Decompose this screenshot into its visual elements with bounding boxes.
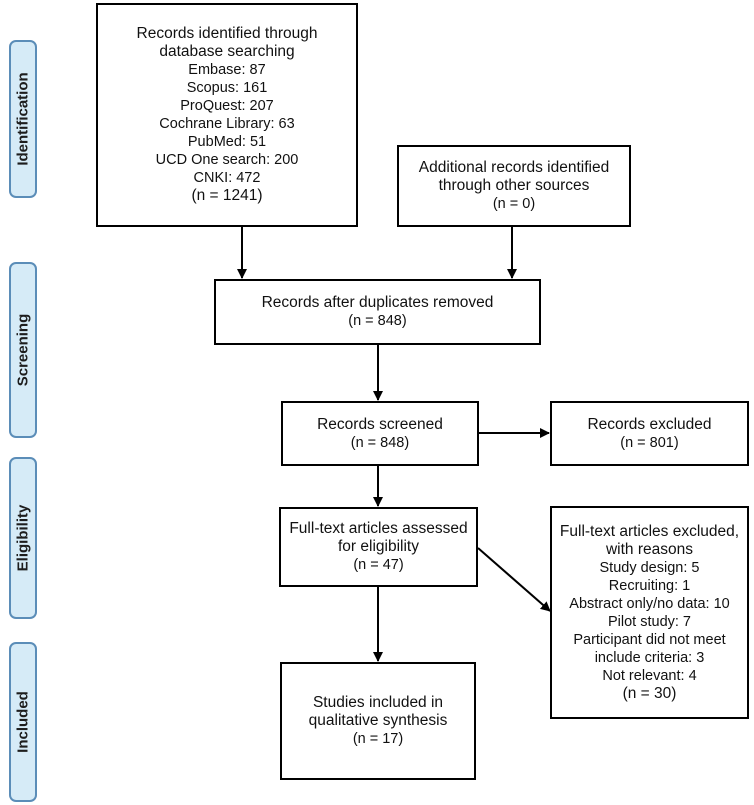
box-screened: Records screened (n = 848) (281, 401, 479, 466)
fulltext-excluded-count: (n = 30) (622, 684, 677, 702)
database-search-item: Scopus: 161 (186, 80, 268, 96)
box-fulltext-excluded: Full-text articles excluded, with reason… (550, 506, 749, 719)
stage-included: Included (9, 642, 37, 802)
fulltext-excluded-item: Not relevant: 4 (602, 667, 697, 684)
fulltext-excluded-item: Recruiting: 1 (608, 577, 691, 594)
box-database-search: Records identified through database sear… (96, 3, 358, 227)
database-search-item: ProQuest: 207 (180, 98, 274, 114)
fulltext-excluded-item: Abstract only/no data: 10 (569, 595, 730, 612)
database-search-item: PubMed: 51 (187, 134, 267, 150)
included-synthesis-count: (n = 17) (352, 731, 404, 747)
fulltext-excluded-item: Study design: 5 (599, 559, 700, 576)
stage-eligibility: Eligibility (9, 457, 37, 619)
fulltext-assessed-line: for eligibility (338, 538, 419, 555)
database-search-count: (n = 1241) (191, 187, 263, 204)
fulltext-assessed-line: Full-text articles assessed (289, 520, 468, 537)
fulltext-excluded-title-1: Full-text articles excluded, (559, 522, 740, 540)
other-sources-line: Additional records identified (418, 159, 610, 176)
fulltext-excluded-item: Pilot study: 7 (607, 613, 691, 630)
box-duplicates-removed: Records after duplicates removed (n = 84… (214, 279, 541, 345)
fulltext-excluded-item: Participant did not meet (573, 631, 726, 648)
box-excluded: Records excluded (n = 801) (550, 401, 749, 466)
included-synthesis-line: qualitative synthesis (308, 712, 448, 729)
duplicates-removed-title: Records after duplicates removed (261, 294, 494, 311)
stage-identification: Identification (9, 40, 37, 198)
database-search-title-1: Records identified through (136, 25, 318, 42)
database-search-item: Cochrane Library: 63 (159, 116, 295, 132)
other-sources-count: (n = 0) (492, 196, 536, 212)
arrow-fulltext-to-excluded (477, 547, 551, 612)
box-other-sources: Additional records identified through ot… (397, 145, 631, 227)
duplicates-removed-count: (n = 848) (348, 313, 407, 329)
fulltext-excluded-item: include criteria: 3 (594, 649, 705, 666)
database-search-item: UCD One search: 200 (155, 152, 299, 168)
screened-title: Records screened (317, 415, 443, 433)
fulltext-excluded-title-2: with reasons (605, 540, 693, 558)
excluded-count: (n = 801) (620, 434, 679, 451)
screened-count: (n = 848) (350, 434, 410, 451)
box-included-synthesis: Studies included in qualitative synthesi… (280, 662, 476, 780)
stage-screening: Screening (9, 262, 37, 438)
included-synthesis-line: Studies included in (312, 694, 444, 711)
database-search-title-2: database searching (159, 43, 295, 60)
box-fulltext-assessed: Full-text articles assessed for eligibil… (279, 507, 478, 587)
other-sources-line: through other sources (438, 177, 590, 194)
excluded-title: Records excluded (587, 415, 712, 433)
fulltext-assessed-count: (n = 47) (353, 557, 404, 573)
database-search-item: CNKI: 472 (193, 170, 261, 186)
database-search-item: Embase: 87 (188, 62, 266, 78)
